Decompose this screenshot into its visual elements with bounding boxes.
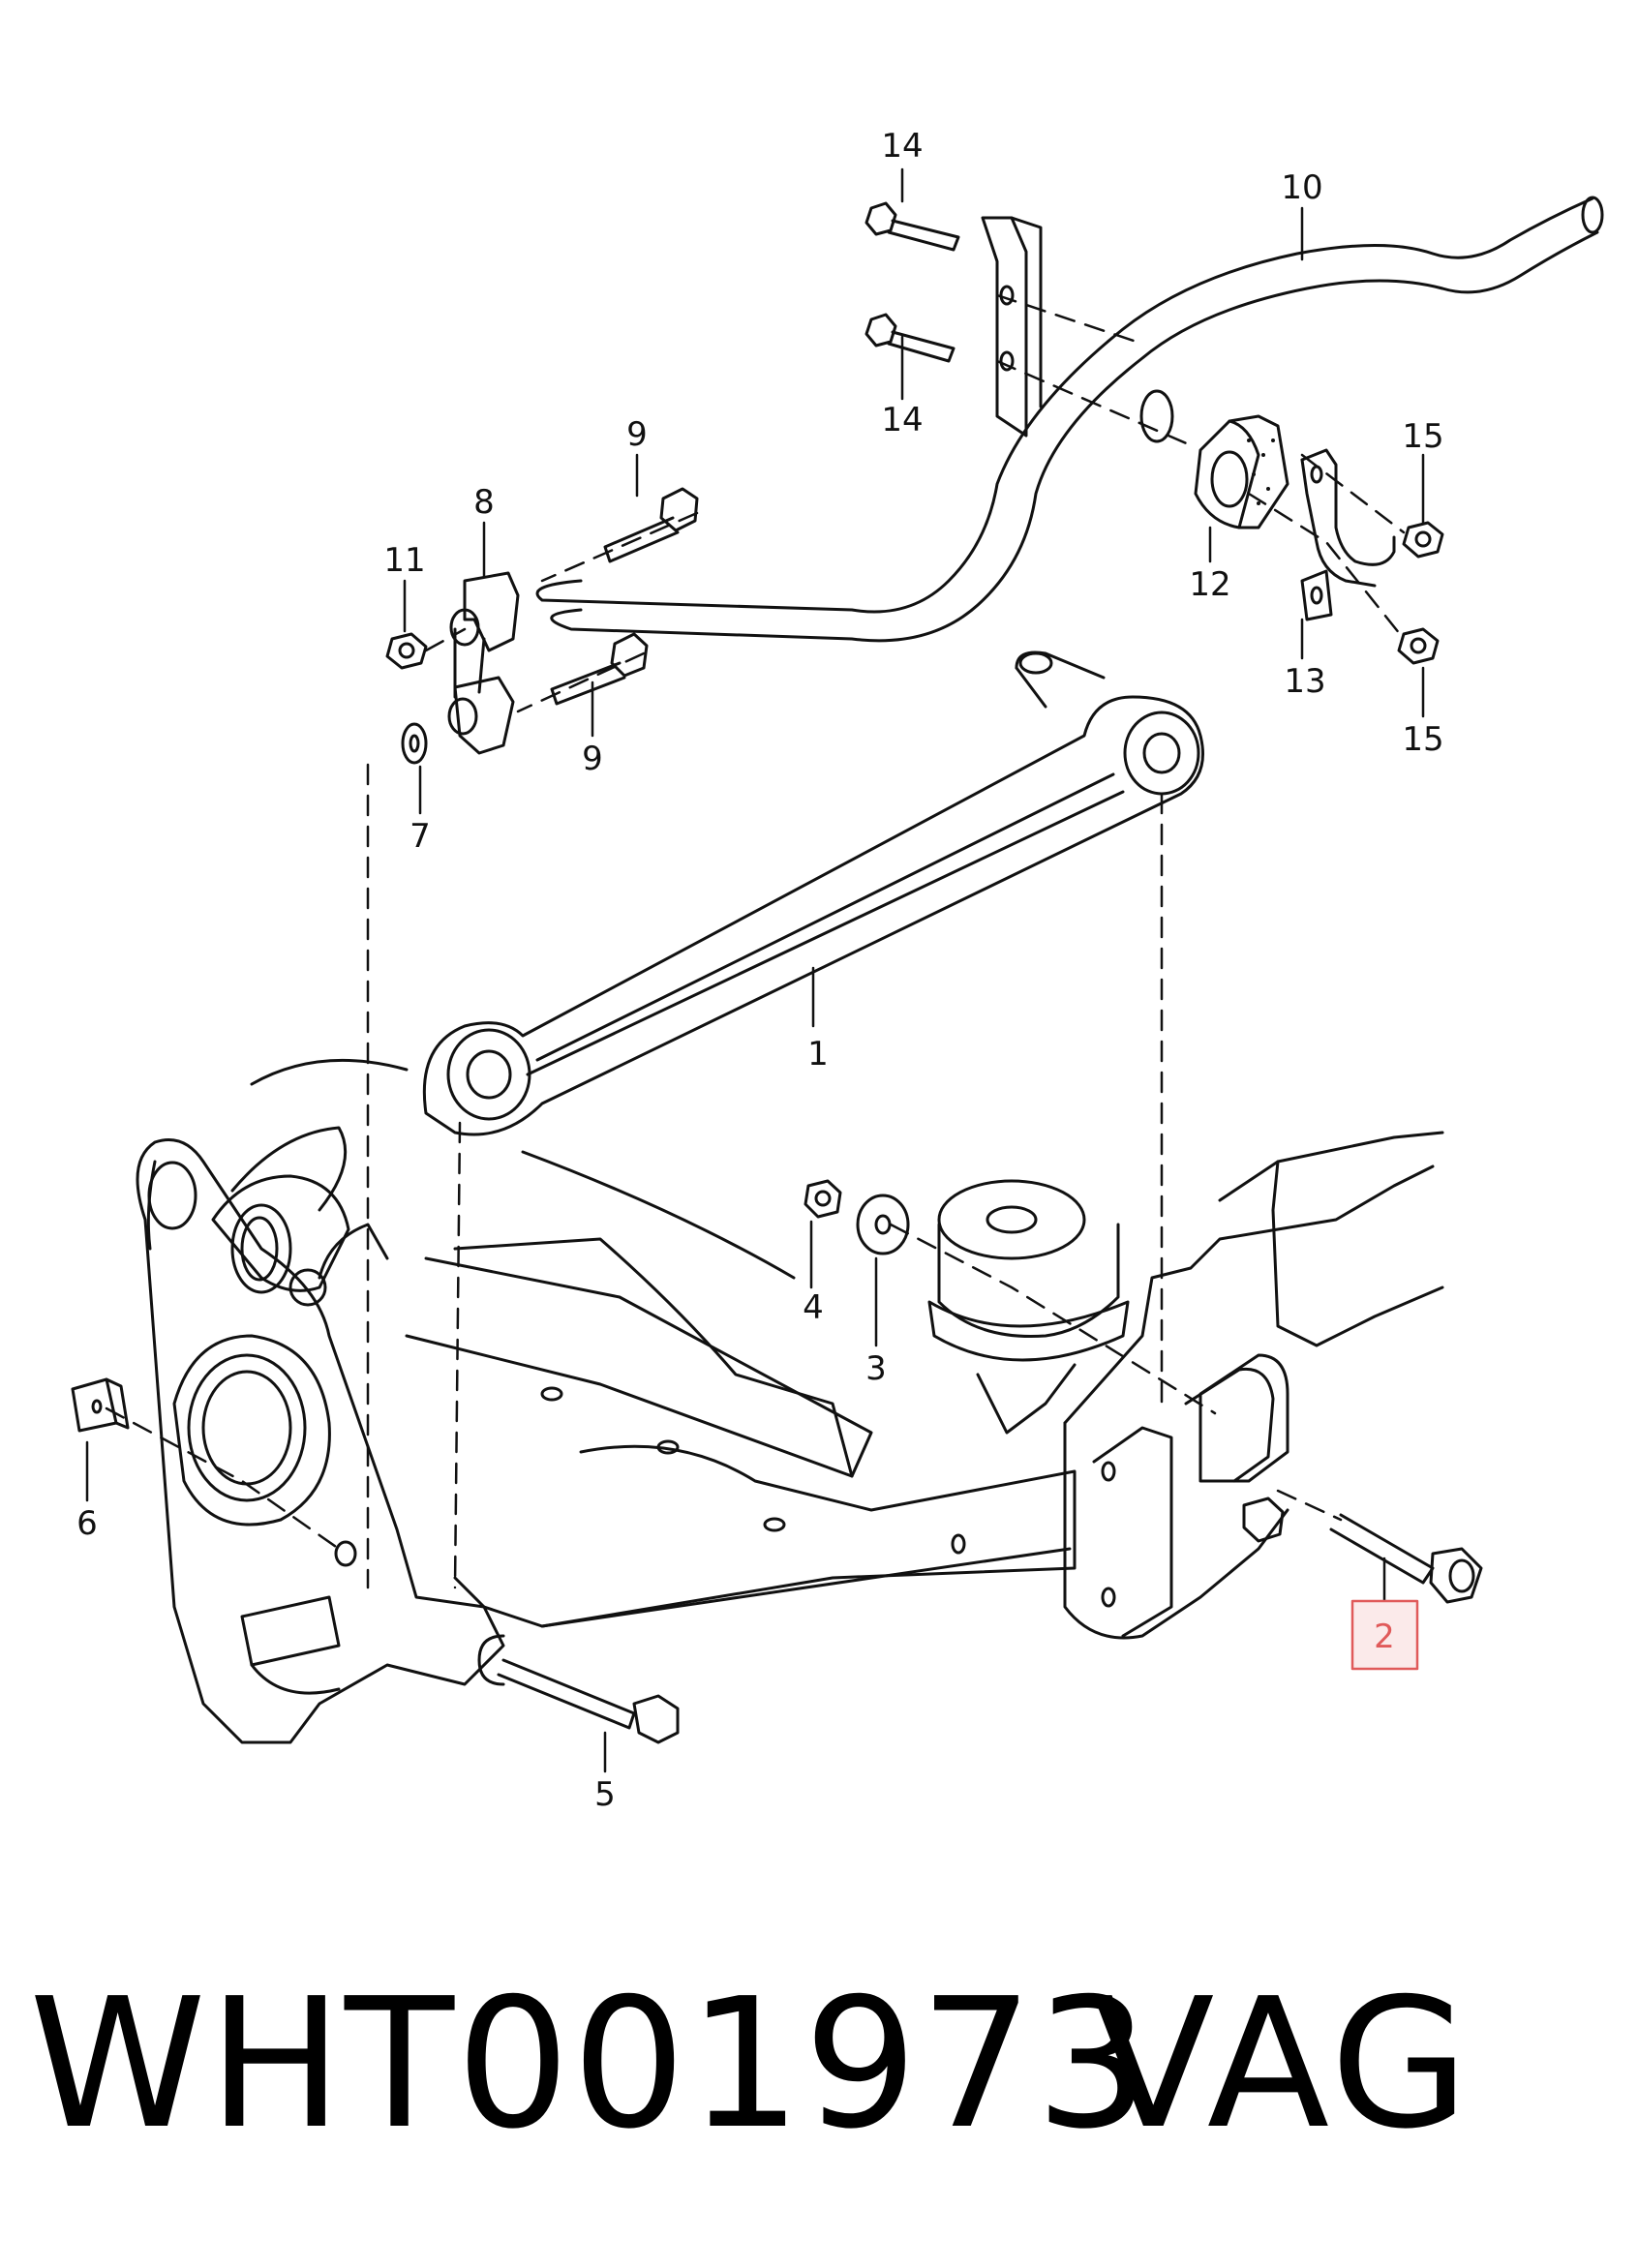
link-bolt-upper [603, 487, 699, 563]
callout-12: 12 [1189, 565, 1230, 604]
exploded-suspension-diagram: 1 2 3 4 5 6 7 8 9 9 10 11 12 13 14 14 15… [71, 127, 1604, 1814]
callout-11: 11 [383, 541, 425, 580]
callout-1: 1 [807, 1035, 829, 1074]
callout-8: 8 [473, 483, 495, 522]
callout-15-lower: 15 [1402, 720, 1443, 759]
callout-4: 4 [803, 1288, 824, 1327]
callout-9-lower: 9 [582, 740, 603, 778]
clip-6 [71, 1377, 130, 1433]
bolt-14-lower [864, 313, 956, 363]
brand-name: VAG [1092, 1959, 1473, 2168]
leader-lines [85, 167, 1425, 1773]
nut-15-lower [1397, 627, 1440, 665]
washer-7 [401, 722, 428, 765]
nut-11 [385, 632, 428, 670]
callout-14-lower: 14 [881, 401, 923, 439]
coupling-link [447, 571, 520, 755]
nut-15-upper [1402, 521, 1444, 559]
control-arm [422, 650, 1204, 1136]
part-number: WHT001973 [29, 1959, 1152, 2168]
nut-4 [804, 1179, 842, 1219]
rubber-mount [927, 1179, 1130, 1435]
callout-9-upper: 9 [626, 415, 648, 454]
bolt-2 [1329, 1513, 1483, 1604]
callout-3: 3 [865, 1349, 887, 1388]
subframe [250, 1058, 1444, 1640]
stabilizer-bar [535, 196, 1604, 643]
stabilizer-bushing [1194, 414, 1289, 529]
callout-15-upper: 15 [1402, 417, 1443, 456]
assembly-lines [105, 293, 1406, 1589]
callout-5: 5 [594, 1775, 616, 1814]
callout-13: 13 [1284, 662, 1325, 701]
bolt-14-upper [864, 201, 960, 252]
wheel-carrier [136, 1126, 505, 1744]
callout-14-upper: 14 [881, 127, 923, 166]
bolt-5 [477, 1634, 680, 1744]
callout-2-highlight-box [1350, 1599, 1419, 1671]
callouts: 1 2 3 4 5 6 7 8 9 9 10 11 12 13 14 14 15… [76, 127, 1443, 1814]
callout-6: 6 [76, 1504, 98, 1543]
callout-2: 2 [1374, 1618, 1395, 1656]
callout-7: 7 [410, 817, 431, 856]
washer-3 [856, 1194, 910, 1255]
link-bolt-lower [550, 632, 649, 706]
mounting-bracket [981, 216, 1043, 438]
callout-10: 10 [1281, 168, 1322, 207]
footer: WHT001973 VAG [29, 1975, 1617, 2207]
